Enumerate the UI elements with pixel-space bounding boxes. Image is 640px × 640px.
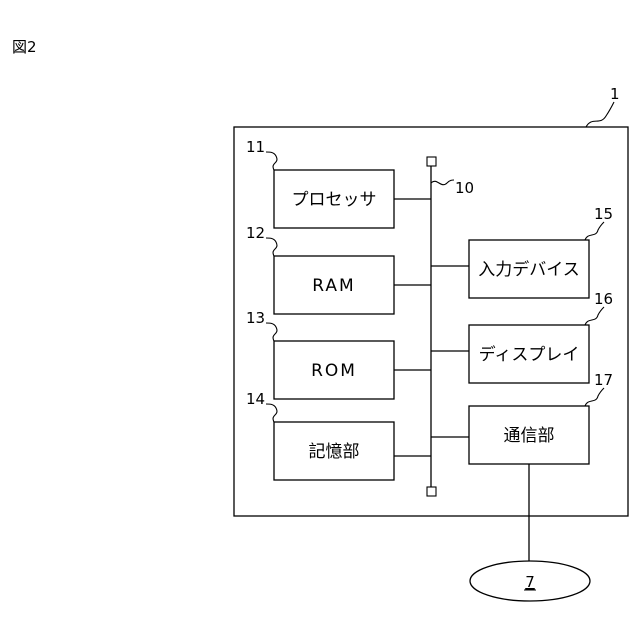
ram-leader-line — [266, 238, 277, 256]
rom-label: ROM — [311, 361, 357, 381]
storage-block: 記憶部 14 — [246, 390, 394, 480]
storage-label: 記憶部 — [309, 442, 360, 462]
bus-top-terminal — [427, 157, 436, 166]
communication-ref-number: 17 — [594, 371, 613, 389]
communication-label: 通信部 — [504, 426, 555, 446]
processor-leader-line — [266, 152, 277, 170]
communication-block: 通信部 17 — [469, 371, 613, 464]
input-device-label: 入力デバイス — [478, 259, 580, 280]
bus-ref-number: 10 — [455, 179, 474, 197]
bus-bottom-terminal — [427, 487, 436, 496]
processor-ref-number: 11 — [246, 138, 265, 156]
processor-block: プロセッサ 11 — [246, 138, 394, 228]
rom-block: ROM 13 — [246, 309, 394, 399]
device-ref-number: 1 — [610, 85, 620, 103]
storage-leader-line — [266, 404, 277, 422]
bus-leader-line — [431, 180, 454, 185]
ram-block: RAM 12 — [246, 224, 394, 314]
ram-label: RAM — [312, 276, 355, 296]
display-ref-number: 16 — [594, 290, 613, 308]
display-label: ディスプレイ — [479, 344, 580, 365]
input-device-block: 入力デバイス 15 — [469, 205, 613, 298]
storage-ref-number: 14 — [246, 390, 265, 408]
network-ref-number: 7 — [525, 573, 535, 591]
communication-leader-line — [585, 388, 604, 406]
display-leader-line — [585, 307, 604, 325]
display-block: ディスプレイ 16 — [469, 290, 613, 383]
input-device-ref-number: 15 — [594, 205, 613, 223]
rom-ref-number: 13 — [246, 309, 265, 327]
ram-ref-number: 12 — [246, 224, 265, 242]
input-device-leader-line — [585, 222, 604, 240]
figure-title: 図2 — [12, 38, 37, 56]
device-leader-line — [586, 102, 614, 127]
processor-label: プロセッサ — [292, 190, 377, 210]
rom-leader-line — [266, 323, 277, 341]
